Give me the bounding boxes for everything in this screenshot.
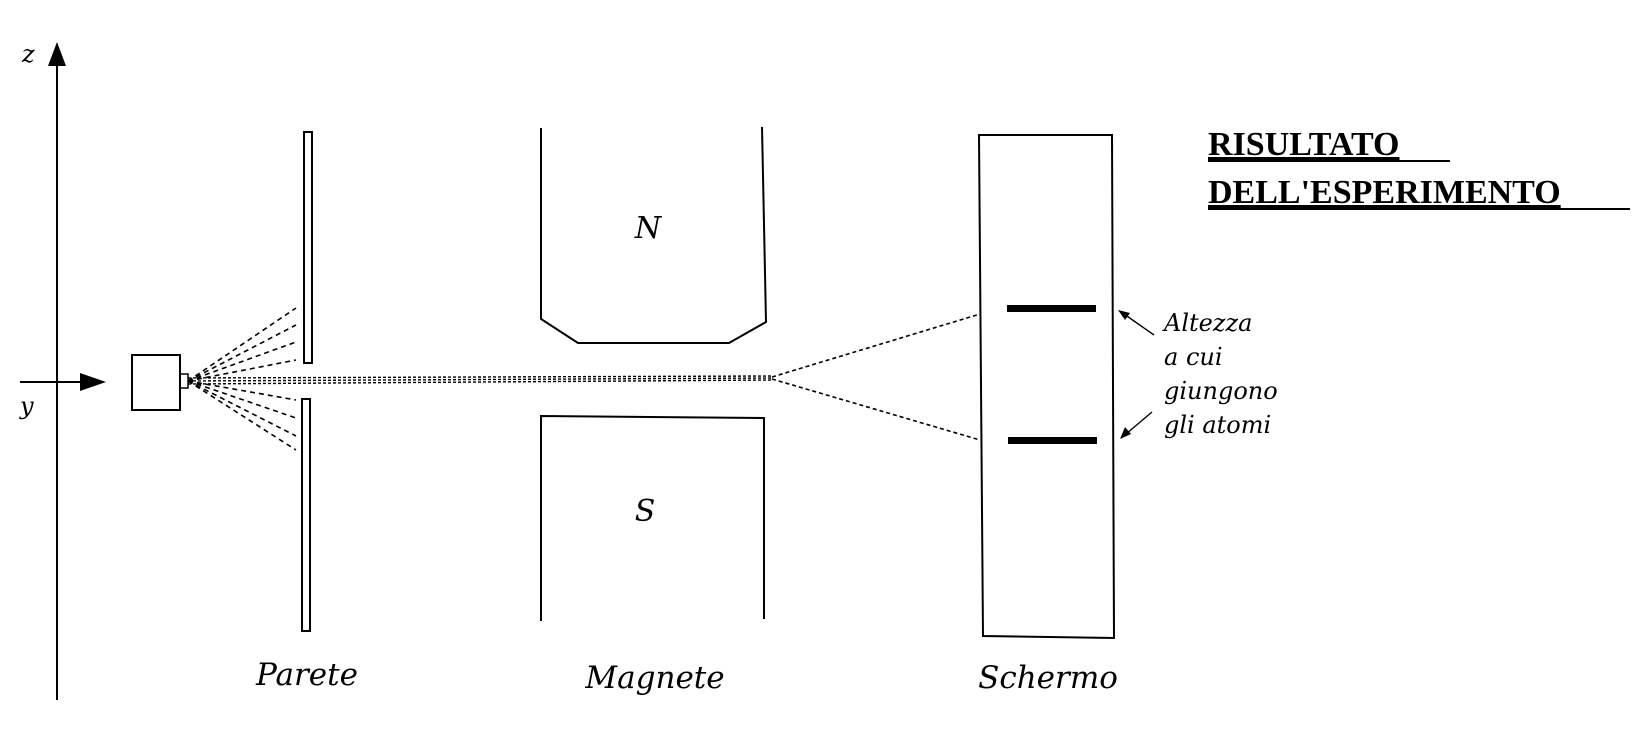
- screen: [977, 134, 1116, 640]
- y-axis: [20, 373, 106, 391]
- north-label: N: [634, 211, 663, 246]
- magnet-north-pole: [540, 126, 768, 344]
- wall-label: Parete: [255, 657, 358, 693]
- divergent-atom-rays: [187, 307, 297, 451]
- title-line-2: DELL'ESPERIMENTO: [1208, 174, 1561, 211]
- wall: [301, 131, 313, 632]
- annotation-line-3: giungono: [1164, 377, 1278, 405]
- atom-source-oven: [131, 354, 189, 411]
- south-label: S: [635, 494, 656, 529]
- annotation-text: Altezza a cui giungono gli atomi: [1162, 309, 1285, 439]
- screen-mark-lower: [1008, 437, 1097, 444]
- annotation-line-2: a cui: [1164, 343, 1223, 371]
- z-axis-label: z: [21, 40, 35, 68]
- screen-label: Schermo: [978, 660, 1118, 696]
- title-line-1: RISULTATO: [1208, 126, 1400, 163]
- z-axis: [48, 42, 66, 700]
- split-beams: [771, 313, 981, 441]
- magnet-south-pole: [540, 414, 765, 621]
- screen-mark-upper: [1007, 305, 1096, 312]
- collimated-beam: [187, 375, 773, 385]
- magnet-label: Magnete: [584, 660, 724, 696]
- beam-up: [771, 313, 981, 378]
- annotation-line-1: Altezza: [1162, 309, 1252, 337]
- z-axis-arrowhead: [48, 42, 66, 66]
- wall-lower-plate: [301, 398, 311, 632]
- beam-down: [771, 378, 981, 441]
- wall-upper-plate: [303, 131, 313, 364]
- annotation-line-4: gli atomi: [1164, 411, 1271, 439]
- annotation-arrows: [1118, 310, 1155, 439]
- y-axis-arrowhead: [80, 373, 106, 391]
- y-axis-label: y: [19, 392, 34, 420]
